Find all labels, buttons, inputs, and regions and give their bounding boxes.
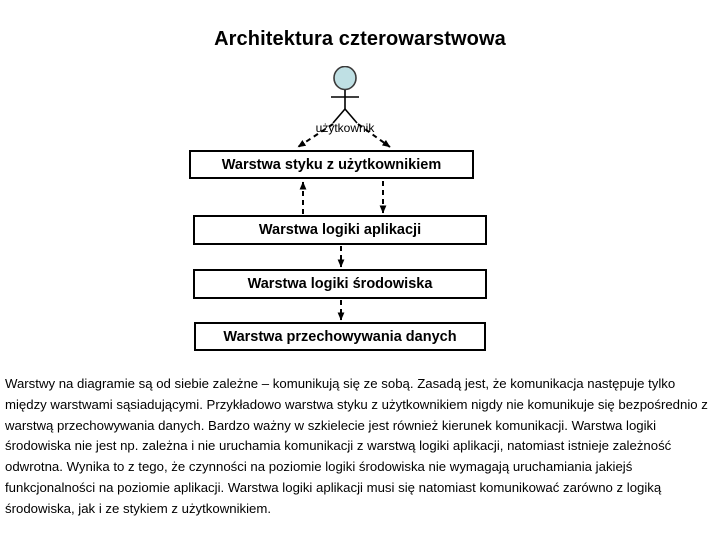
actor-icon: [331, 65, 359, 124]
layer-box-app[interactable]: Warstwa logiki aplikacji: [193, 215, 487, 245]
layer-box-storage[interactable]: Warstwa przechowywania danych: [194, 322, 486, 351]
layer-box-env[interactable]: Warstwa logiki środowiska: [193, 269, 487, 299]
layer-box-storage-label: Warstwa przechowywania danych: [223, 328, 457, 345]
layer-box-ui-label: Warstwa styku z użytkownikiem: [221, 156, 442, 173]
layer-box-ui[interactable]: Warstwa styku z użytkownikiem: [189, 150, 474, 179]
layer-box-app-label: Warstwa logiki aplikacji: [258, 222, 422, 238]
page-title: Architektura czterowarstwowa: [214, 28, 506, 50]
description-paragraph: Warstwy na diagramie są od siebie zależn…: [5, 376, 708, 516]
layer-box-env-label: Warstwa logiki środowiska: [247, 276, 433, 292]
actor-figure: [320, 65, 370, 124]
actor-label: użytkownik: [315, 121, 375, 135]
